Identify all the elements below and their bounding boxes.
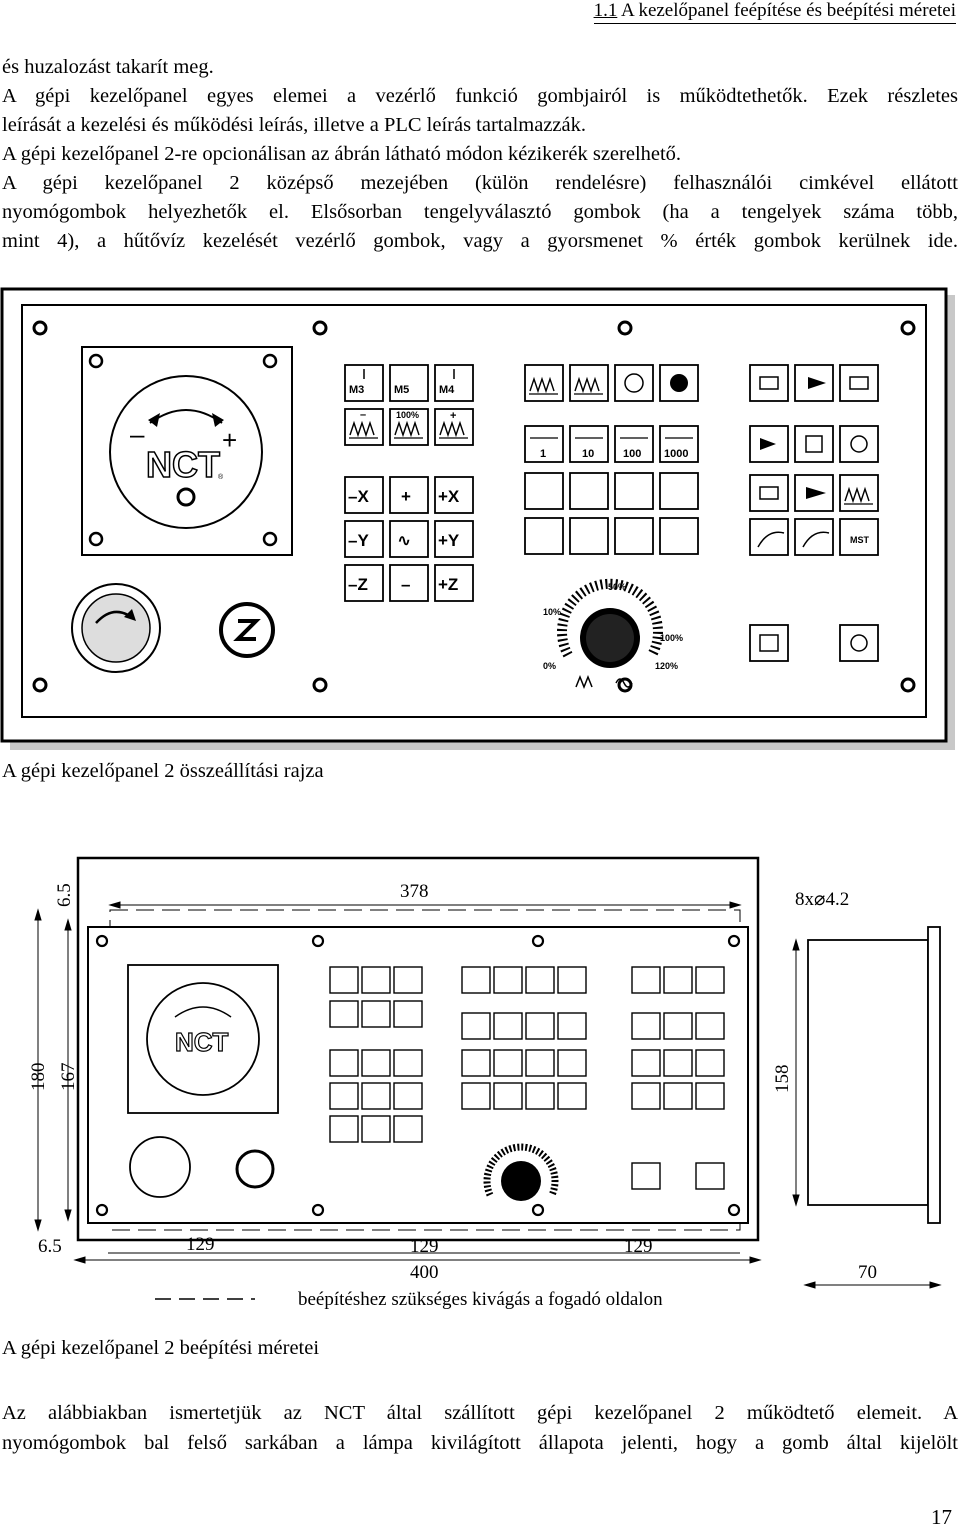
dim-pitch-1: 129 (186, 1234, 215, 1255)
panel-assembly-drawing: – + NCT ® M3 M5 M4 – 100% + 1 10 100 100… (0, 287, 955, 750)
page-number: 17 (931, 1505, 952, 1529)
dim-height-inner: 167 (58, 1063, 79, 1092)
dim-pitch-2: 129 (410, 1236, 439, 1257)
section-title: A kezelőpanel feépítése és beépítési mér… (621, 0, 956, 21)
dim-top-width: 378 (400, 881, 429, 902)
dial-120: 120% (655, 661, 678, 671)
m4-label: M4 (439, 384, 455, 396)
mounting-dimensions-drawing: NCT 378 8x⌀4.2 6.5 180 167 158 6.5 129 1… (28, 856, 942, 1310)
handwheel-plus: + (222, 425, 237, 455)
intro-text: és huzalozást takarít meg. A gépi kezelő… (2, 53, 958, 256)
outro-line: nyomógombok bal felső sarkában a lámpa k… (2, 1432, 958, 1454)
intro-line: nyomógombok helyezhetők el. Elsősorban t… (2, 201, 958, 223)
increment-1: 1 (540, 448, 546, 460)
m3-label: M3 (349, 384, 364, 396)
jog-minus-z: –Z (348, 575, 368, 594)
intro-line: mint 4), a hűtővíz kezelését vezérlő gom… (2, 230, 958, 252)
jog-minus-x: –X (348, 487, 369, 506)
intro-line: A gépi kezelőpanel 2-re opcionálisan az … (2, 143, 682, 165)
logo-registered: ® (218, 473, 224, 481)
jog-rapid-minus: – (401, 575, 410, 594)
outro-text: Az alábbiakban ismertetjük az NCT által … (2, 1398, 958, 1458)
jog-rapid-plus: + (401, 487, 411, 506)
dim-pitch-3: 129 (624, 1236, 653, 1257)
dim-bottom-offset: 6.5 (38, 1236, 62, 1257)
spindle-plus: + (450, 410, 456, 422)
dial-10: 10% (543, 607, 561, 617)
dim-top-offset: 6.5 (54, 883, 75, 907)
jog-rapid: ∿ (397, 531, 411, 550)
outro-line: Az alábbiakban ismertetjük az NCT által … (2, 1402, 958, 1424)
jog-minus-y: –Y (348, 531, 369, 550)
intro-line: A gépi kezelőpanel 2 középső mezejében (… (2, 172, 958, 194)
dim-total-width: 400 (410, 1262, 439, 1283)
spindle-minus: – (360, 409, 366, 421)
dim-holes: 8x⌀4.2 (795, 889, 849, 910)
jog-plus-y: +Y (438, 531, 460, 550)
jog-plus-z: +Z (438, 575, 458, 594)
mode-buttons (524, 364, 879, 402)
section-number: 1.1 (593, 0, 618, 21)
running-header: 1.1 A kezelőpanel feépítése és beépítési… (593, 0, 956, 24)
svg-text:NCT: NCT (175, 1027, 229, 1057)
jog-buttons: –X + +X –Y ∿ +Y –Z – +Z (344, 476, 474, 602)
dial-0: 0% (543, 661, 556, 671)
increment-100: 100 (623, 448, 641, 460)
jog-plus-x: +X (438, 487, 460, 506)
nct-logo: NCT (146, 444, 220, 485)
increment-1000: 1000 (664, 448, 688, 460)
dim-side-height: 158 (772, 1065, 793, 1094)
increment-10: 10 (582, 448, 594, 460)
m5-label: M5 (394, 384, 409, 396)
intro-line: A gépi kezelőpanel egyes elemei a vezérl… (2, 85, 958, 107)
caption-dimensions: A gépi kezelőpanel 2 beépítési méretei (2, 1337, 320, 1359)
spindle-buttons: M3 M5 M4 – 100% + (344, 364, 474, 446)
dial-50: 50% (608, 582, 626, 592)
right-buttons: MST (749, 425, 879, 556)
cutout-note: beépítéshez szükséges kivágás a fogadó o… (298, 1289, 663, 1310)
feed-override-dial: 50% 10% 100% 0% 120% (543, 578, 683, 690)
intro-line: és huzalozást takarít meg. (2, 56, 214, 78)
dim-height-outer: 180 (28, 1063, 49, 1092)
spindle-100: 100% (396, 410, 419, 420)
mst-label: MST (850, 535, 870, 545)
intro-line: leírását a kezelési és működési leírás, … (2, 114, 587, 136)
handwheel-minus: – (130, 419, 145, 449)
dial-100: 100% (660, 633, 683, 643)
dim-depth: 70 (858, 1262, 877, 1283)
caption-assembly: A gépi kezelőpanel 2 összeállítási rajza (2, 760, 324, 782)
increment-buttons: 1 10 100 1000 (524, 425, 699, 463)
